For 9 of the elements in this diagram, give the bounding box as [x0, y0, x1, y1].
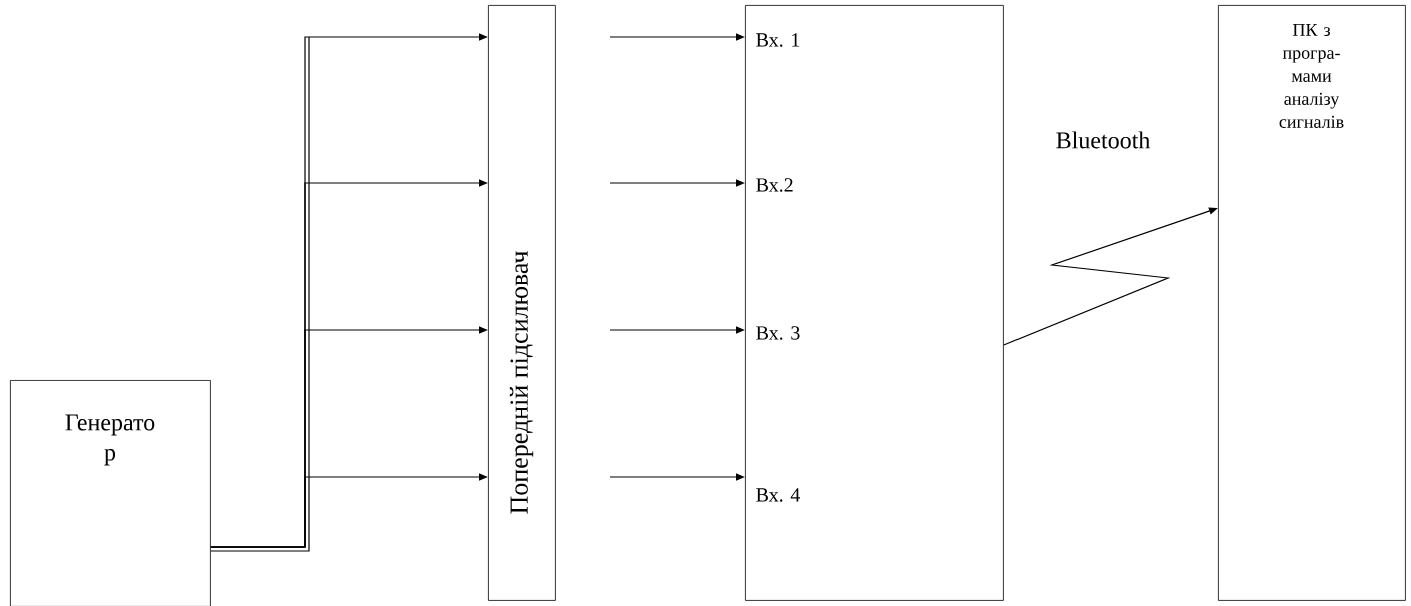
input-label: Вх. 3: [756, 326, 800, 340]
box-label: Генерато р: [65, 414, 155, 466]
arrow: [1003, 207, 1218, 346]
input-label: Вх.2: [756, 178, 793, 192]
box-label: ПК з програ- мами аналізу сигналів: [1279, 23, 1344, 128]
box-label: Попередній підсилювач: [509, 251, 534, 514]
input-label: Вх. 1: [756, 33, 800, 47]
edge-label: Bluetooth: [1054, 130, 1152, 150]
input-label: Вх. 4: [756, 488, 801, 502]
